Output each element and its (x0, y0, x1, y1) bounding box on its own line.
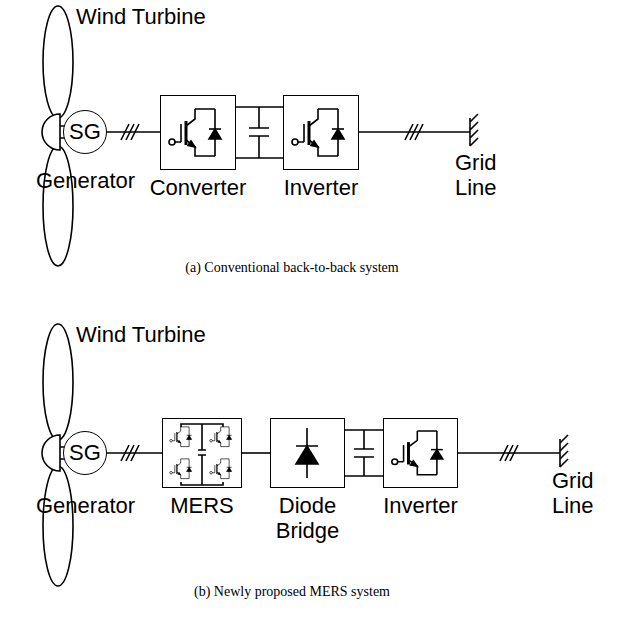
wire-connector (107, 131, 160, 133)
generator-circle: SG (63, 110, 107, 154)
figure-caption: (b) Newly proposed MERS system (0, 584, 584, 600)
block-label: MERS (170, 493, 234, 518)
part-label: Generator (36, 168, 135, 193)
block-label: Inverter (383, 493, 458, 518)
wire-connector (345, 429, 383, 431)
generator-label: SG (69, 440, 101, 465)
wire-connector (236, 106, 283, 108)
converter-box: Diode Bridge (270, 418, 345, 488)
wire-connector (242, 452, 270, 454)
part-label: Grid Line (552, 468, 614, 519)
converter-box: MERS (162, 418, 242, 488)
block-label: Converter (150, 175, 247, 200)
part-label: Wind Turbine (76, 4, 206, 29)
block-label: Diode Bridge (268, 493, 348, 544)
generator-label: SG (69, 119, 101, 144)
part-label: Generator (36, 493, 135, 518)
block-label: Inverter (284, 175, 359, 200)
generator-circle: SG (63, 431, 107, 475)
part-label: Wind Turbine (76, 322, 206, 347)
converter-box: Inverter (383, 418, 458, 488)
converter-box: Converter (160, 95, 236, 170)
part-label: Grid Line (455, 150, 517, 201)
figure-caption: (a) Conventional back-to-back system (0, 260, 584, 276)
wire-connector (107, 452, 162, 454)
converter-box: Inverter (283, 95, 359, 170)
